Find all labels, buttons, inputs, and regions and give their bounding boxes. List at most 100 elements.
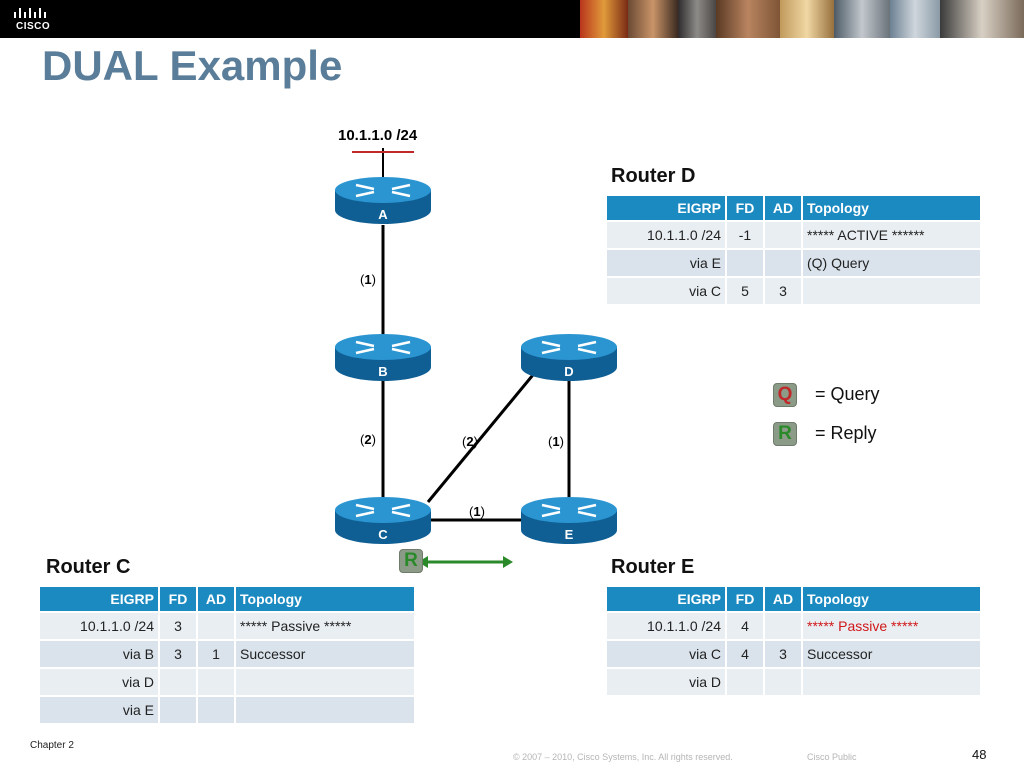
router-icon: [521, 497, 617, 544]
cost-de-value: 1: [552, 434, 560, 449]
router-icon: [335, 334, 431, 381]
footer-classification: Cisco Public: [807, 752, 857, 762]
router-e[interactable]: E: [520, 496, 618, 546]
router-icon: [521, 334, 617, 381]
header-fd: FD: [727, 196, 763, 220]
query-legend-badge: Q: [773, 383, 797, 407]
table-row: via C 5 3: [607, 278, 980, 304]
cell: [765, 222, 801, 248]
header-topology: Topology: [236, 587, 414, 611]
banner-photo: [678, 0, 716, 38]
table-row: 10.1.1.0 /24 3 ***** Passive *****: [40, 613, 414, 639]
router-d[interactable]: D: [520, 333, 618, 383]
cisco-logo-icon: [14, 8, 46, 18]
banner-photo: [890, 0, 940, 38]
router-e-title: Router E: [611, 556, 695, 578]
table-row: via D: [607, 669, 980, 695]
router-a-label: A: [378, 207, 388, 222]
link-c-d: [426, 369, 539, 503]
router-c-label: C: [378, 527, 388, 542]
logo-text: CISCO: [16, 21, 51, 32]
cell: via C: [607, 641, 725, 667]
router-a[interactable]: A: [334, 176, 432, 226]
cell: 3: [765, 641, 801, 667]
table-row: 10.1.1.0 /24 4 ***** Passive *****: [607, 613, 980, 639]
header-fd: FD: [160, 587, 196, 611]
cost-ce-value: 1: [473, 504, 481, 519]
banner-photo: [716, 0, 780, 38]
router-d-title: Router D: [611, 165, 696, 187]
cell: 3: [160, 641, 196, 667]
cell: [765, 250, 801, 276]
table-row: via E: [40, 697, 414, 723]
header-eigrp: EIGRP: [40, 587, 158, 611]
footer-chapter: Chapter 2: [30, 740, 74, 751]
cell: [236, 669, 414, 695]
cell: [803, 669, 980, 695]
reply-arrow-head-left: [418, 556, 428, 568]
cost-label-de: (1): [548, 434, 564, 449]
header-topology: Topology: [803, 587, 980, 611]
cell: 10.1.1.0 /24: [40, 613, 158, 639]
cell: ***** ACTIVE ******: [803, 222, 980, 248]
network-label: 10.1.1.0 /24: [338, 127, 418, 144]
router-b[interactable]: B: [334, 333, 432, 383]
cell: 1: [198, 641, 234, 667]
footer-copyright: © 2007 – 2010, Cisco Systems, Inc. All r…: [513, 752, 733, 762]
cost-bc-value: 2: [364, 432, 372, 447]
router-c-table: EIGRP FD AD Topology 10.1.1.0 /24 3 ****…: [38, 585, 416, 725]
cost-label-cd: (2): [462, 434, 478, 449]
banner-photo: [780, 0, 834, 38]
router-c[interactable]: C: [334, 496, 432, 546]
header-topology: Topology: [803, 196, 980, 220]
cell: [727, 250, 763, 276]
banner-photo: [940, 0, 1024, 38]
router-b-label: B: [378, 364, 388, 379]
slide-title: DUAL Example: [42, 42, 343, 89]
banner-photo: [834, 0, 890, 38]
router-icon: [335, 497, 431, 544]
table-row: 10.1.1.0 /24 -1 ***** ACTIVE ******: [607, 222, 980, 248]
router-e-label: E: [564, 527, 574, 542]
cost-label-bc: (2): [360, 432, 376, 447]
router-icon: [335, 177, 431, 224]
header-ad: AD: [198, 587, 234, 611]
router-c-title: Router C: [46, 556, 131, 578]
cell: via E: [40, 697, 158, 723]
router-e-table: EIGRP FD AD Topology 10.1.1.0 /24 4 ****…: [605, 585, 982, 697]
cell: Successor: [236, 641, 414, 667]
cell: [198, 613, 234, 639]
passive-status-cell: ***** Passive *****: [803, 613, 980, 639]
cost-ab-value: 1: [364, 272, 372, 287]
page-number: 48: [972, 747, 987, 762]
reply-badge: R: [399, 549, 423, 573]
cost-cd-value: 2: [466, 434, 474, 449]
table-row: via B 3 1 Successor: [40, 641, 414, 667]
cell: Successor: [803, 641, 980, 667]
cell: via E: [607, 250, 725, 276]
cell: [803, 278, 980, 304]
cell: [198, 669, 234, 695]
header-eigrp: EIGRP: [607, 587, 725, 611]
header-ad: AD: [765, 196, 801, 220]
cell: via C: [607, 278, 725, 304]
cell: 10.1.1.0 /24: [607, 613, 725, 639]
cell: 3: [160, 613, 196, 639]
router-d-table: EIGRP FD AD Topology 10.1.1.0 /24 -1 ***…: [605, 194, 982, 306]
cell: (Q) Query: [803, 250, 980, 276]
table-row: via E (Q) Query: [607, 250, 980, 276]
cell: 4: [727, 641, 763, 667]
cell: [765, 613, 801, 639]
header-eigrp: EIGRP: [607, 196, 725, 220]
cost-label-ce: (1): [469, 504, 485, 519]
cell: ***** Passive *****: [236, 613, 414, 639]
cell: [765, 669, 801, 695]
cell: 10.1.1.0 /24: [607, 222, 725, 248]
cell: via D: [607, 669, 725, 695]
reply-arrow-head-right: [503, 556, 513, 568]
router-d-label: D: [564, 364, 574, 379]
header-fd: FD: [727, 587, 763, 611]
table-row: via D: [40, 669, 414, 695]
reply-legend-badge: R: [773, 422, 797, 446]
